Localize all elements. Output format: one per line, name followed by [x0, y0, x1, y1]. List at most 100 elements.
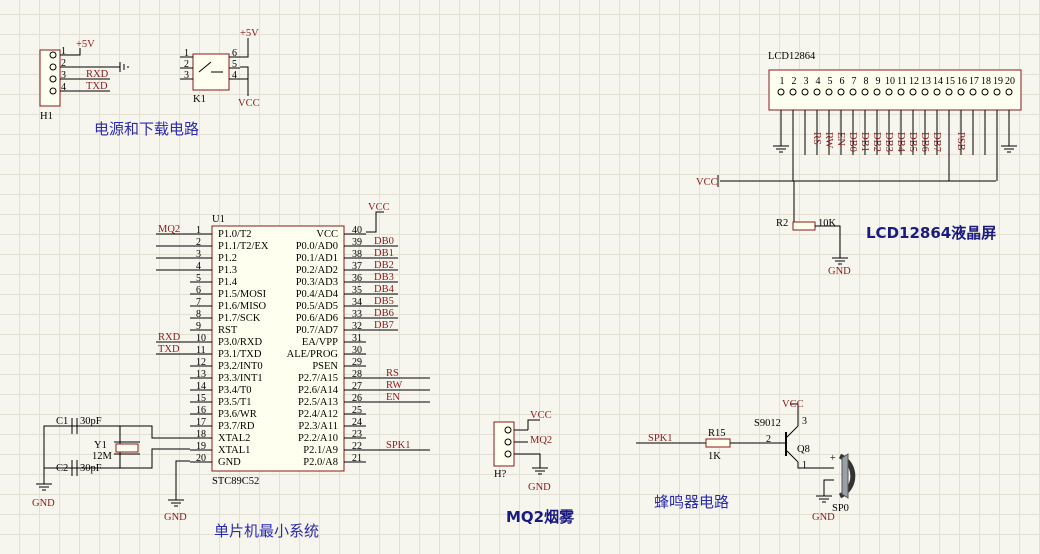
mcu-pin-number: 22 — [352, 441, 362, 452]
lcd-pin-dot — [933, 88, 941, 96]
lcd-pin-dot — [957, 88, 965, 96]
mcu-pin-number: 6 — [196, 285, 201, 296]
mcu-pin-name: P2.0/A8 — [303, 457, 338, 468]
mq2-vcc-label: VCC — [530, 410, 552, 421]
lcd-pin-dot — [801, 88, 809, 96]
mcu-pin-name: P0.0/AD0 — [296, 241, 338, 252]
mcu-pin-number: 18 — [196, 429, 206, 440]
power-section-title: 电源和下载电路 — [94, 120, 199, 138]
r15-resistor[interactable] — [705, 438, 731, 448]
rxd-net-label: RXD — [86, 69, 109, 80]
mcu-pin-number: 28 — [352, 369, 362, 380]
lcd-pin-dot — [945, 88, 953, 96]
mcu-chip[interactable] — [211, 225, 345, 472]
buzzer-gnd-label: GND — [812, 512, 835, 523]
mcu-pin-number: 16 — [196, 405, 206, 416]
mcu-net-label: DB5 — [374, 296, 394, 307]
h1-pin-number: 4 — [61, 82, 66, 93]
lcd-pin-dot — [981, 88, 989, 96]
mcu-gnd-wire — [175, 460, 190, 500]
buzzer-plus-sign: + — [830, 453, 836, 464]
ground-icon — [36, 476, 52, 491]
r2-value: 10K — [818, 218, 837, 229]
q8-ref: Q8 — [797, 444, 810, 455]
mcu-pin-number: 33 — [352, 309, 362, 320]
mcu-pin-number: 32 — [352, 321, 362, 332]
mcu-pin-name: P2.1/A9 — [303, 445, 338, 456]
mcu-pin-number: 10 — [196, 333, 206, 344]
mcu-pin-name: P2.7/A15 — [298, 373, 338, 384]
mcu-pin-name: P0.3/AD3 — [296, 277, 338, 288]
mcu-pin-name: VCC — [316, 229, 338, 240]
k1-pin-number: 2 — [184, 59, 189, 70]
h1-pin-number: 3 — [61, 70, 66, 81]
lcd-pin-number: 9 — [876, 76, 881, 87]
mq2-gnd-wire — [528, 453, 541, 468]
mcu-net-label: DB7 — [374, 320, 394, 331]
mcu-pin-name: EA/VPP — [302, 337, 338, 348]
q8-part: S9012 — [754, 418, 781, 429]
r15-value: 1K — [708, 451, 721, 462]
mcu-net-label: DB1 — [374, 248, 394, 259]
lcd-pin-dot — [837, 88, 845, 96]
c1-capacitor[interactable] — [71, 418, 78, 434]
mcu-pin-number: 4 — [196, 261, 201, 272]
crystal-ref: Y1 — [94, 440, 107, 451]
switch-symbol-icon — [198, 61, 223, 73]
mcu-pin-name: P2.4/A12 — [298, 409, 338, 420]
k1-pin-number: 5 — [232, 59, 237, 70]
q8-pin-3: 3 — [802, 416, 807, 427]
crystal-y1[interactable] — [114, 426, 140, 468]
mcu-pin-number: 8 — [196, 309, 201, 320]
lcd-pin-number: 12 — [909, 76, 919, 87]
lcd-pin-number: 2 — [792, 76, 797, 87]
mcu-pin-number: 19 — [196, 441, 206, 452]
lcd-pin-dot — [873, 88, 881, 96]
mcu-pin-number: 23 — [352, 429, 362, 440]
mcu-pin-name: P3.3/INT1 — [218, 373, 263, 384]
lcd-signal-label: RS — [811, 132, 822, 145]
switch-5v-label: +5V — [240, 28, 259, 39]
mcu-pin-number: 2 — [196, 237, 201, 248]
mcu-pin-number: 9 — [196, 321, 201, 332]
mcu-net-label: EN — [386, 392, 400, 403]
lcd-pin-number: 19 — [993, 76, 1003, 87]
lcd-pin-number: 18 — [981, 76, 991, 87]
switch-vcc-label: VCC — [238, 98, 260, 109]
mq2-section-title: MQ2烟雾 — [506, 508, 575, 526]
mcu-pin-number: 24 — [352, 417, 362, 428]
r2-resistor[interactable] — [792, 221, 816, 231]
buzzer-gnd-wire — [823, 479, 834, 496]
lcd-signal-label: DB5 — [907, 132, 918, 152]
lcd-pin-dot — [897, 88, 905, 96]
mcu-pin-number: 11 — [196, 345, 206, 356]
xtal2-wire — [43, 425, 190, 476]
lcd-connector[interactable] — [768, 69, 1022, 111]
buzzer-speaker-icon[interactable] — [838, 453, 856, 499]
lcd-signal-label: EN — [835, 132, 846, 146]
mcu-pin-name: P2.2/A10 — [298, 433, 338, 444]
q8-pin-1: 1 — [802, 460, 807, 471]
switch-bridge-wire — [240, 66, 249, 80]
h1-pin-dot — [49, 75, 57, 83]
q8-vcc-label: VCC — [782, 399, 804, 410]
lcd-pin-dot — [789, 88, 797, 96]
transistor-q8[interactable] — [785, 425, 799, 463]
c1-value: 30pF — [80, 416, 102, 427]
lcd-vcc-label: VCC — [696, 177, 718, 188]
lcd-pin-number: 20 — [1005, 76, 1015, 87]
c2-capacitor[interactable] — [71, 460, 78, 476]
mcu-net-label: DB4 — [374, 284, 395, 295]
buzzer-section-title: 蜂鸣器电路 — [654, 493, 729, 511]
spk1-net-label: SPK1 — [648, 433, 673, 444]
mcu-pin-name: XTAL1 — [218, 445, 250, 456]
h1-pin-number: 1 — [61, 46, 66, 57]
mcu-pin-number: 14 — [196, 381, 206, 392]
mcu-pin-number: 25 — [352, 405, 362, 416]
mcu-pin-number: 21 — [352, 453, 362, 464]
